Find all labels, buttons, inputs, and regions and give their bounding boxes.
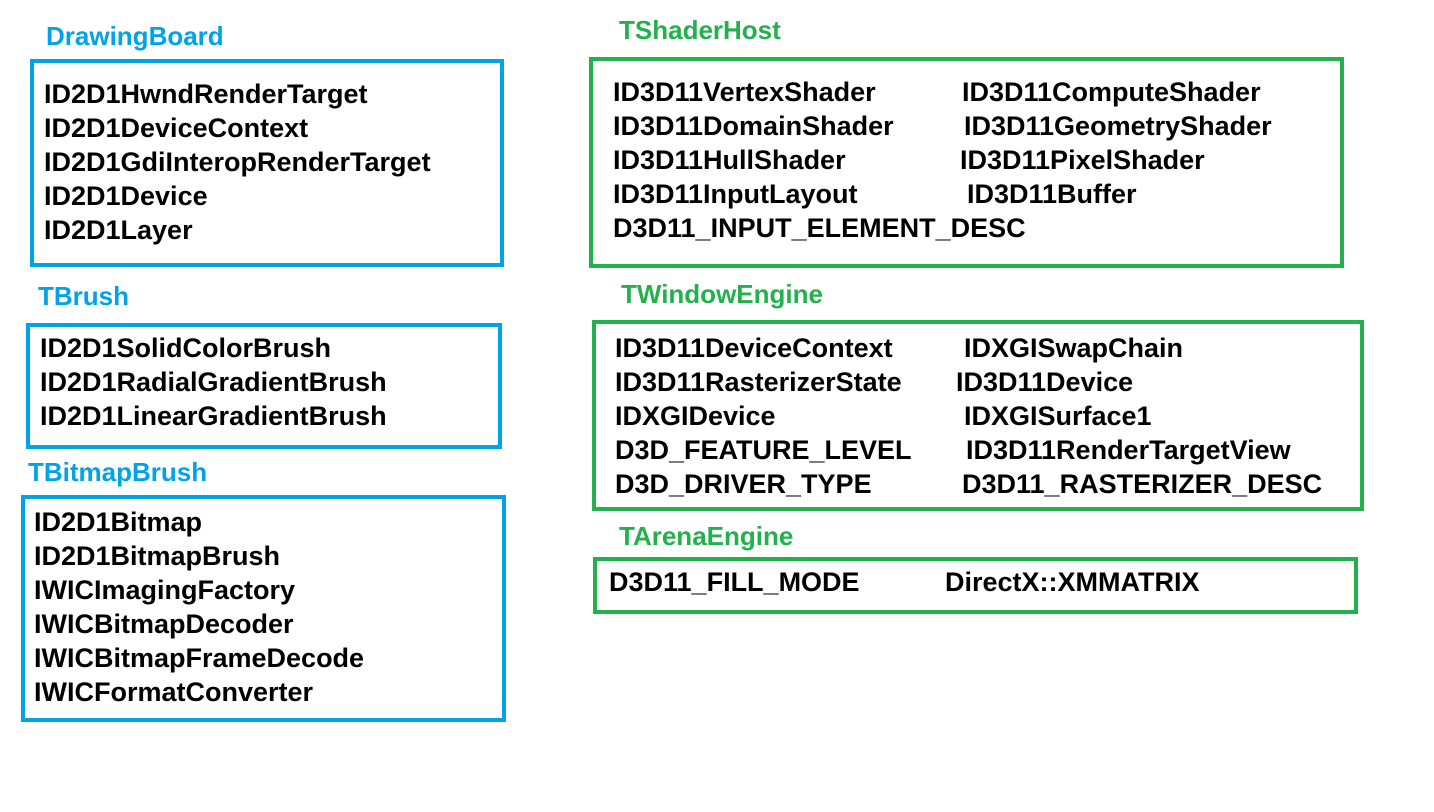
tbitmap-brush-item: IWICFormatConverter <box>34 677 314 707</box>
twindow-engine-item: IDXGIDevice <box>615 401 776 431</box>
twindow-engine-item: D3D11_RASTERIZER_DESC <box>962 469 1323 499</box>
tshader-host-item: ID3D11VertexShader <box>613 77 876 107</box>
twindow-engine-item: ID3D11Device <box>956 367 1134 397</box>
drawing-board-item: ID2D1HwndRenderTarget <box>44 79 368 109</box>
drawing-board-item: ID2D1GdiInteropRenderTarget <box>44 147 431 177</box>
twindow-engine-item: IDXGISurface1 <box>964 401 1152 431</box>
tshader-host-item: ID3D11Buffer <box>967 179 1137 209</box>
tarena-engine-item: D3D11_FILL_MODE <box>609 567 860 597</box>
drawing-board-box <box>30 59 504 267</box>
tshader-host-item: ID3D11HullShader <box>613 145 846 175</box>
twindow-engine-box <box>592 320 1364 511</box>
tbrush-item: ID2D1SolidColorBrush <box>40 333 332 363</box>
tbitmap-brush-item: IWICImagingFactory <box>34 575 296 605</box>
tbrush-item: ID2D1LinearGradientBrush <box>40 401 387 431</box>
tbrush-box <box>26 323 502 449</box>
twindow-engine-item: D3D_DRIVER_TYPE <box>615 469 872 499</box>
tbitmap-brush-title: TBitmapBrush <box>28 457 208 487</box>
tarena-engine-item: DirectX::XMMATRIX <box>945 567 1200 597</box>
tbitmap-brush-item: ID2D1Bitmap <box>34 507 203 537</box>
tbrush-title: TBrush <box>38 281 129 311</box>
tbitmap-brush-item: ID2D1BitmapBrush <box>34 541 281 571</box>
twindow-engine-item: ID3D11DeviceContext <box>615 333 893 363</box>
tbitmap-brush-item: IWICBitmapDecoder <box>34 609 294 639</box>
drawing-board-item: ID2D1DeviceContext <box>44 113 309 143</box>
twindow-engine-item: IDXGISwapChain <box>964 333 1184 363</box>
tshader-host-item: ID3D11GeometryShader <box>964 111 1272 141</box>
twindow-engine-item: ID3D11RasterizerState <box>615 367 902 397</box>
tshader-host-item: ID3D11ComputeShader <box>962 77 1261 107</box>
tarena-engine-title: TArenaEngine <box>619 521 794 551</box>
tshader-host-item: ID3D11DomainShader <box>613 111 894 141</box>
tshader-host-item: D3D11_INPUT_ELEMENT_DESC <box>613 213 1026 243</box>
tbrush-item: ID2D1RadialGradientBrush <box>40 367 387 397</box>
tarena-engine-box <box>593 557 1358 614</box>
tbitmap-brush-box <box>21 495 506 722</box>
drawing-board-item: ID2D1Layer <box>44 215 193 245</box>
drawing-board-item: ID2D1Device <box>44 181 208 211</box>
drawing-board-title: DrawingBoard <box>46 21 224 51</box>
tshader-host-title: TShaderHost <box>619 15 781 45</box>
twindow-engine-item: D3D_FEATURE_LEVEL <box>615 435 912 465</box>
tshader-host-item: ID3D11PixelShader <box>960 145 1205 175</box>
twindow-engine-item: ID3D11RenderTargetView <box>966 435 1291 465</box>
twindow-engine-title: TWindowEngine <box>621 279 823 309</box>
tshader-host-item: ID3D11InputLayout <box>613 179 858 209</box>
tbitmap-brush-item: IWICBitmapFrameDecode <box>34 643 365 673</box>
tshader-host-box <box>589 57 1344 268</box>
